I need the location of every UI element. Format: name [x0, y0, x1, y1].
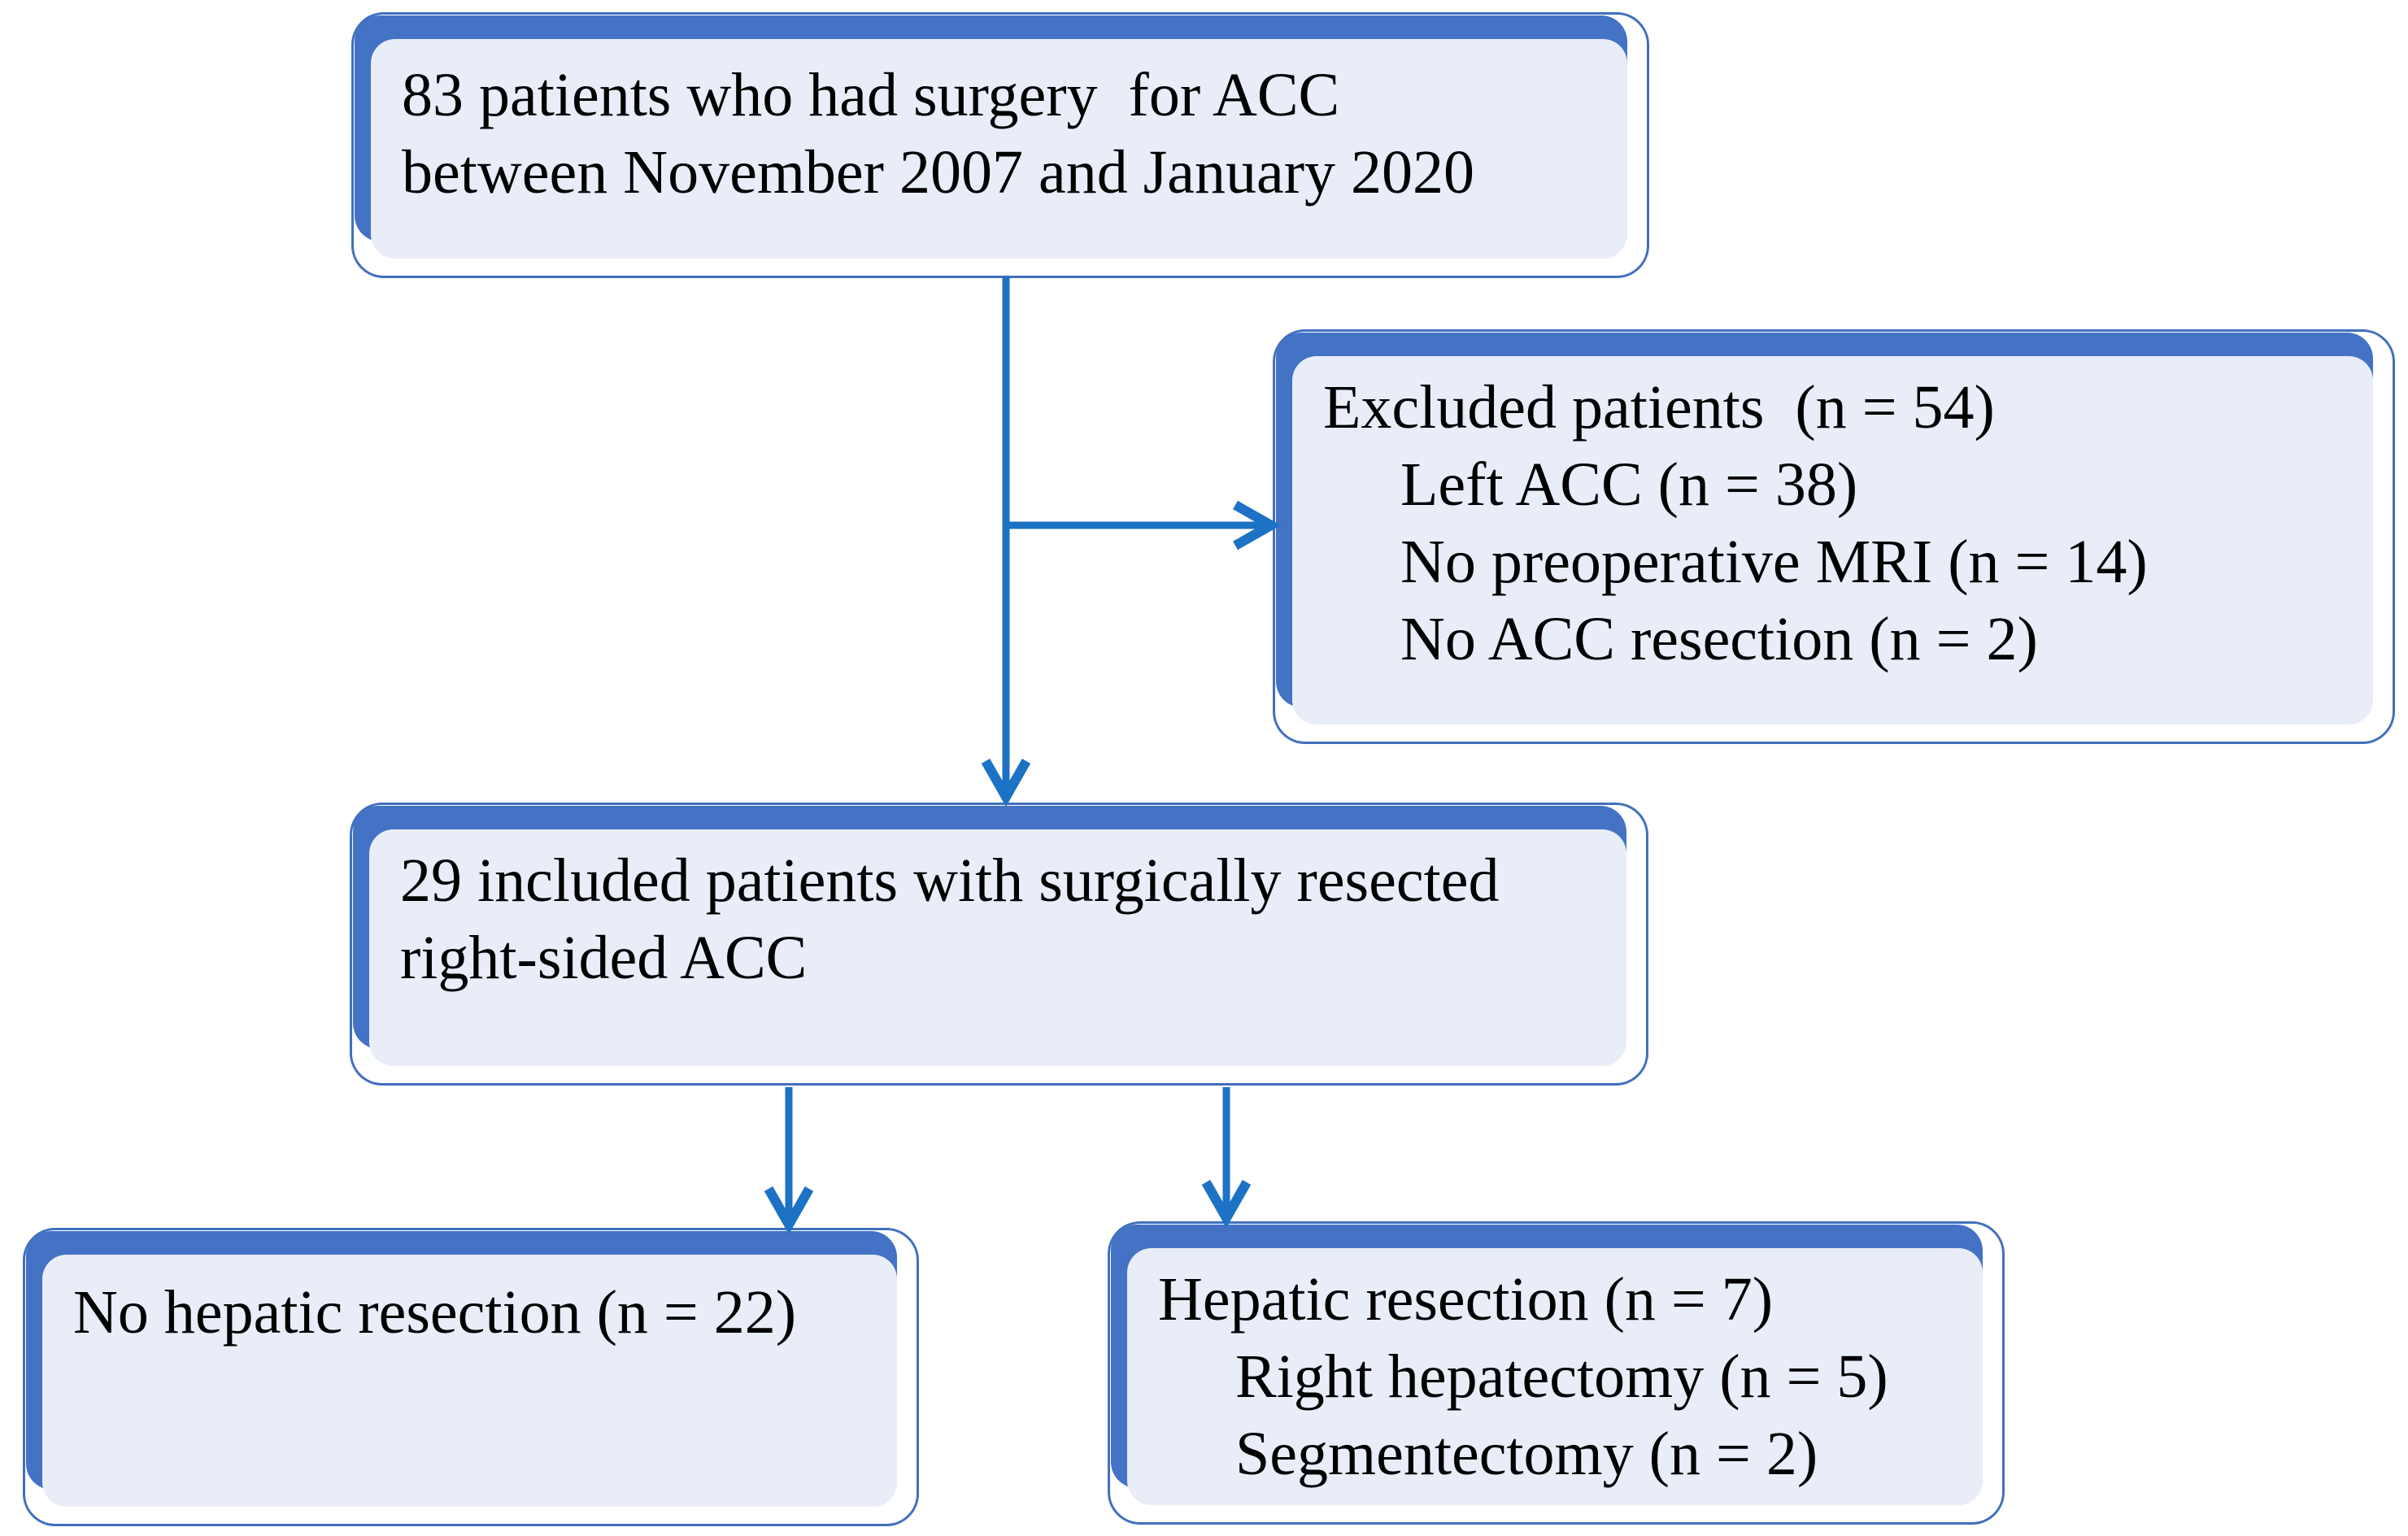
hepatic-line-2: Right hepatectomy (n = 5)	[1235, 1342, 1888, 1411]
arrow-enrollment-to-included	[981, 277, 1031, 807]
no-hepatic-line-1: No hepatic resection (n = 22)	[73, 1278, 797, 1347]
arrow-branch-to-excluded	[1003, 500, 1282, 550]
flow-box-hepatic-resection: Hepatic resection (n = 7) Right hepatect…	[1108, 1221, 2005, 1525]
excluded-line-1: Excluded patients (n = 54)	[1323, 373, 1995, 442]
included-line-2: right-sided ACC	[400, 924, 808, 992]
hepatic-line-3: Segmentectomy (n = 2)	[1235, 1420, 1818, 1488]
hepatic-line-1: Hepatic resection (n = 7)	[1158, 1265, 1774, 1334]
enrollment-line-1: 83 patients who had surgery for ACC	[402, 61, 1340, 129]
enrollment-line-2: between November 2007 and January 2020	[402, 138, 1475, 207]
flow-box-enrollment: 83 patients who had surgery for ACC betw…	[351, 12, 1649, 278]
flow-box-no-hepatic-resection-card: No hepatic resection (n = 22)	[42, 1255, 897, 1507]
flow-box-enrollment-card: 83 patients who had surgery for ACC betw…	[371, 39, 1627, 259]
excluded-line-2: Left ACC (n = 38)	[1400, 450, 1858, 519]
excluded-line-3: No preoperative MRI (n = 14)	[1400, 528, 2148, 596]
flow-box-excluded: Excluded patients (n = 54) Left ACC (n =…	[1273, 329, 2395, 744]
arrow-included-to-no-hepatic	[764, 1087, 814, 1235]
flow-box-included-card: 29 included patients with surgically res…	[369, 829, 1626, 1066]
excluded-line-4: No ACC resection (n = 2)	[1400, 605, 2038, 673]
flow-box-included: 29 included patients with surgically res…	[350, 803, 1648, 1086]
arrow-included-to-hepatic	[1201, 1087, 1252, 1229]
flow-box-excluded-card: Excluded patients (n = 54) Left ACC (n =…	[1292, 356, 2373, 724]
flow-box-no-hepatic-resection: No hepatic resection (n = 22)	[23, 1228, 919, 1526]
flow-box-hepatic-resection-card: Hepatic resection (n = 7) Right hepatect…	[1127, 1248, 1983, 1505]
included-line-1: 29 included patients with surgically res…	[400, 846, 1500, 915]
